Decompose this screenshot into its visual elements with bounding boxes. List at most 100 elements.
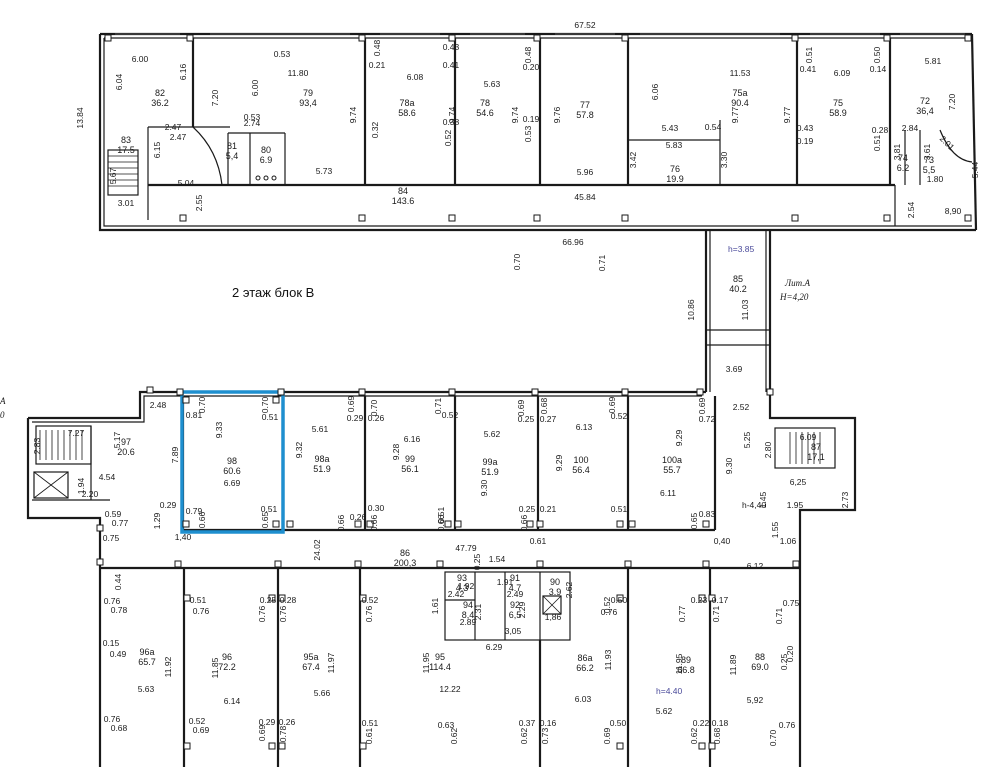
room-number: 88: [755, 652, 765, 662]
dimension-label: 2.55: [194, 194, 204, 211]
dimension-label: 9.29: [674, 429, 684, 446]
dimension-label: 0.20: [785, 645, 795, 662]
room-area: 5,5: [923, 165, 936, 175]
dimension-label: 0.65: [260, 511, 270, 528]
dimension-label: 0.17: [712, 595, 729, 605]
dimension-label: 0.62: [689, 727, 699, 744]
dimension-label: 0.68: [712, 727, 722, 744]
dimension-label: 1,40: [175, 532, 192, 542]
dimension-label: 9.74: [348, 106, 358, 123]
dimension-label: 0.52: [443, 129, 453, 146]
dimension-label: 0.53: [523, 125, 533, 142]
room-number: 89: [681, 655, 691, 665]
dimension-label: 9.30: [724, 457, 734, 474]
dimension-label: 1,86: [545, 612, 562, 622]
column-marker: [448, 34, 456, 42]
dimension-label: 2.74: [244, 118, 261, 128]
room-area: 67.4: [302, 662, 320, 672]
column-marker: [272, 396, 280, 404]
room-number: 86: [400, 548, 410, 558]
column-marker: [696, 388, 704, 396]
dimension-label: 2.42: [448, 589, 465, 599]
column-marker: [278, 742, 286, 750]
dimension-label: 0.18: [712, 718, 729, 728]
dimension-label: 0.51: [261, 504, 278, 514]
dimension-label: 0.32: [370, 121, 380, 138]
dimension-label: 0.52: [189, 716, 206, 726]
dimension-label: 0.44: [113, 573, 123, 590]
column-marker: [624, 560, 632, 568]
column-marker: [708, 594, 716, 602]
dimension-label: 0.69: [516, 399, 526, 416]
column-marker: [448, 214, 456, 222]
room-area: 55.7: [663, 465, 681, 475]
room-number: 86а: [577, 653, 592, 663]
dimension-label: 0.76: [364, 605, 374, 622]
dimension-label: 0.69: [193, 725, 210, 735]
dimension-label: 6.09: [800, 432, 817, 442]
dimension-label: 2.49: [507, 589, 524, 599]
stair-83: [107, 149, 139, 196]
room-area: 4.7: [509, 583, 522, 593]
dimension-label: 0.71: [433, 397, 443, 414]
dimension-label: 13.84: [75, 107, 85, 129]
dimension-label: 0.81: [186, 410, 203, 420]
dimension-label: 0.29: [160, 500, 177, 510]
dimension-label: 0.25: [260, 595, 277, 605]
column-marker: [454, 520, 462, 528]
dimension-label: 5.17: [112, 431, 122, 448]
dimension-label: 6.16: [178, 63, 188, 80]
floor-label: 2 этаж блок В: [232, 285, 314, 300]
column-marker: [791, 34, 799, 42]
stair-97: [33, 430, 83, 499]
room-number: 92: [510, 600, 520, 610]
dimension-label: 5.67: [108, 167, 118, 184]
dimension-label: 67.52: [574, 20, 596, 30]
column-marker: [146, 386, 154, 394]
dimension-label: 0.51: [262, 412, 279, 422]
dimension-label: 6.06: [650, 83, 660, 100]
column-marker: [182, 396, 190, 404]
dimension-label: 0.37: [519, 718, 536, 728]
column-marker: [268, 742, 276, 750]
room-number: 81: [227, 141, 237, 151]
room-area: 40.2: [729, 284, 747, 294]
room-area: 57.8: [576, 110, 594, 120]
dimension-label: 2.47: [170, 132, 187, 142]
dimension-label: 0.76: [601, 607, 618, 617]
dimension-label: 0.59: [105, 509, 122, 519]
dimension-label: 1.95: [787, 500, 804, 510]
dimension-label: 0.50: [872, 46, 882, 63]
dimension-label: 2.52: [733, 402, 750, 412]
dimension-label: 0.51: [436, 506, 446, 523]
highlight-room-98[interactable]: [180, 390, 285, 534]
dimension-label: 7.20: [210, 89, 220, 106]
dimension-label: 0.19: [523, 114, 540, 124]
dimension-label: 0.71: [711, 605, 721, 622]
column-marker: [533, 214, 541, 222]
dimension-label: 0.76: [779, 720, 796, 730]
dimension-label: 0.52: [362, 595, 379, 605]
connector-walls: [704, 230, 772, 392]
room-area: 17.5: [117, 145, 135, 155]
height-85: h=3.85: [728, 244, 755, 254]
dimension-label: 0.22: [693, 718, 710, 728]
dimension-label: 11.85: [210, 657, 220, 678]
dimension-label: 0.66: [436, 514, 446, 531]
dimension-label: 0.65: [689, 512, 699, 529]
room-area: 65.7: [138, 657, 156, 667]
dimension-label: 0.51: [611, 504, 628, 514]
dimension-label: 2.89: [460, 617, 477, 627]
column-marker: [964, 214, 972, 222]
dimension-label: 0.27: [540, 414, 557, 424]
dimension-label: 11.89: [728, 654, 738, 675]
room-area: 19.9: [666, 174, 684, 184]
dimension-label: 0.51: [804, 46, 814, 63]
dimension-label: 6.00: [132, 54, 149, 64]
dimension-label: 0.51: [190, 595, 207, 605]
dimension-label: 9.77: [782, 106, 792, 123]
dimension-label: 11.03: [740, 299, 750, 320]
column-marker: [791, 214, 799, 222]
dimension-label: 5.44: [970, 161, 980, 178]
dimension-label: 2.84: [902, 123, 919, 133]
